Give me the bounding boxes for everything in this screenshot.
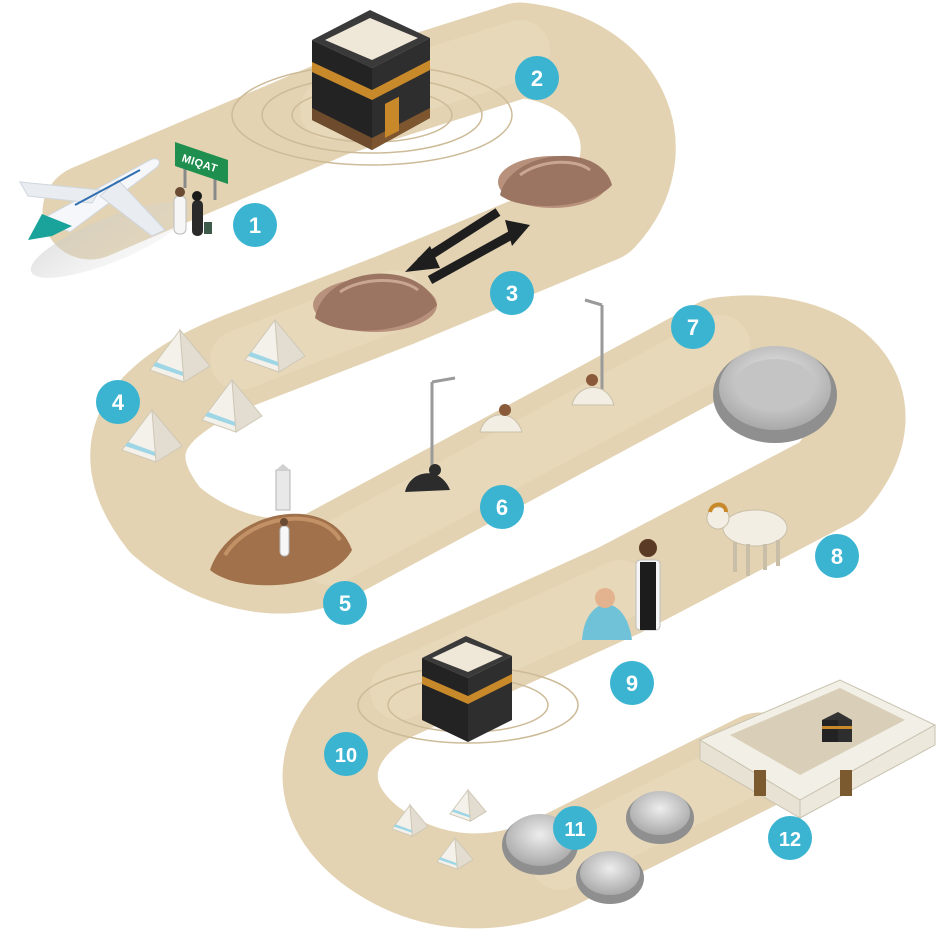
- step-badge-7: 7: [671, 305, 715, 349]
- step-badge-5: 5: [323, 581, 367, 625]
- step-badge-4: 4: [96, 380, 140, 424]
- step-badge-1: 1: [233, 203, 277, 247]
- step-number: 1: [249, 213, 261, 238]
- step-number: 5: [339, 591, 351, 616]
- step-number: 7: [687, 315, 699, 340]
- step-badge-8: 8: [815, 534, 859, 578]
- step-number: 3: [506, 281, 518, 306]
- step-number: 2: [531, 66, 543, 91]
- step-badge-2: 2: [515, 56, 559, 100]
- step-badge-9: 9: [610, 661, 654, 705]
- step-badge-12: 12: [768, 816, 812, 860]
- step-number: 8: [831, 544, 843, 569]
- step-number: 9: [626, 671, 638, 696]
- step-number: 10: [335, 745, 357, 767]
- step-number: 6: [496, 495, 508, 520]
- step-number: 11: [564, 819, 585, 841]
- step-badge-6: 6: [480, 485, 524, 529]
- step-badge-3: 3: [490, 271, 534, 315]
- step-number: 4: [112, 390, 125, 415]
- step-badge-11: 11: [553, 806, 597, 850]
- tent: [450, 790, 486, 821]
- step-number: 12: [779, 829, 801, 851]
- step-badge-10: 10: [324, 732, 368, 776]
